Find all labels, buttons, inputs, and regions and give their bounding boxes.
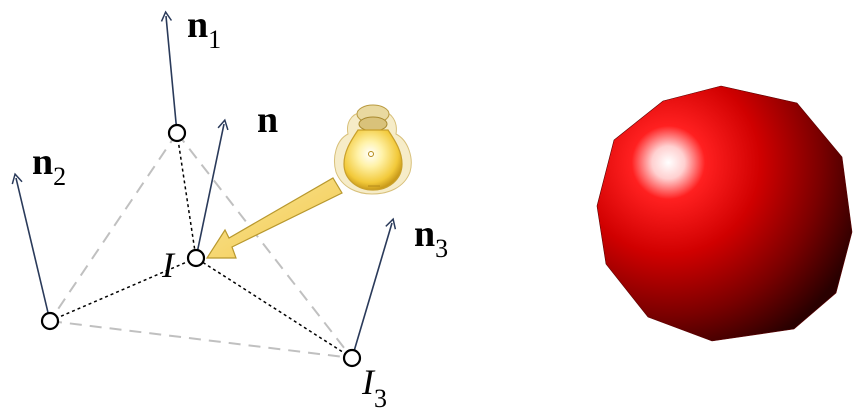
interp-line <box>176 132 197 259</box>
light-arrow-shape <box>205 177 343 259</box>
label-n: n <box>257 99 278 141</box>
vertex-left <box>40 311 60 331</box>
label-n3: n3 <box>414 213 448 263</box>
triangle-edge <box>49 320 353 359</box>
label-n2: n2 <box>32 141 66 191</box>
triangle <box>49 132 353 359</box>
normal-arrow-n2 <box>11 172 51 322</box>
shaded-sphere <box>596 85 853 342</box>
interp-line <box>195 257 353 359</box>
vertex-right <box>342 348 362 368</box>
vertex-interpolated <box>186 248 206 268</box>
interpolation-lines <box>49 132 353 359</box>
normal-arrow-n3 <box>351 217 397 359</box>
sphere-polygon <box>596 85 853 342</box>
normals <box>11 10 397 359</box>
label-I: I <box>161 245 176 285</box>
light-bulb-icon <box>334 104 412 195</box>
vertices <box>40 123 362 368</box>
label-n1: n1 <box>187 4 221 54</box>
interp-line <box>49 257 197 322</box>
labels: n1 n n2 n3 I I3 <box>32 4 448 413</box>
light-ray-arrow <box>205 177 343 259</box>
normal-arrow-n <box>195 118 229 259</box>
label-I3: I3 <box>361 362 387 413</box>
triangle-edge <box>49 132 178 322</box>
vertex-top <box>167 123 187 143</box>
triangle-edge <box>176 132 353 359</box>
normal-arrow-n1 <box>160 10 178 134</box>
